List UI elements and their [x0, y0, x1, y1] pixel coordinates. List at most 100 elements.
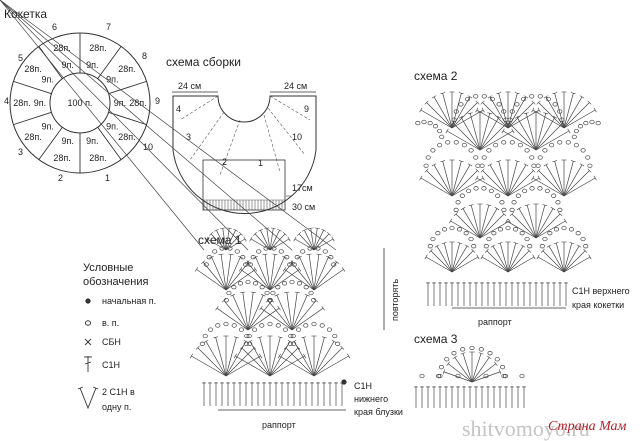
yoke-inner-label: 9п. [61, 60, 73, 70]
chain-stitch [544, 188, 550, 194]
chain-stitch [522, 188, 528, 194]
yoke-inner-label: 9п. [106, 122, 118, 132]
fan-stitch [269, 261, 294, 291]
chain-stitch [549, 142, 555, 148]
fan-stitch [563, 245, 580, 273]
assembly-height-30: 30 см [292, 202, 315, 212]
fan-stitch [313, 341, 335, 377]
fan-stitch [451, 161, 462, 197]
fan-stitch [554, 93, 565, 129]
chain-stitch [291, 341, 297, 346]
yoke-inner-label: 9п. [61, 136, 73, 146]
chain-stitch [575, 230, 581, 236]
fan-stitch [479, 213, 505, 239]
schema1-note3: края блузки [354, 407, 403, 417]
chain-stitch [479, 163, 485, 168]
chain-stitch [573, 142, 579, 148]
fan-stitch [225, 269, 256, 291]
fan-stitch [451, 250, 474, 273]
chain-stitch [250, 254, 256, 260]
fan-stitch [286, 292, 293, 331]
fan-stitch [426, 170, 453, 197]
fan-stitch [507, 177, 540, 197]
yoke-divider [13, 111, 52, 126]
chain-stitch [491, 230, 497, 236]
yoke-sector-number: 10 [143, 142, 153, 152]
fan-stitch [499, 242, 509, 273]
yoke-sector-number: 7 [106, 22, 111, 32]
fan-stitch [310, 228, 315, 251]
chain-stitch [270, 290, 276, 296]
fan-stitch [545, 96, 565, 129]
fan-stitch [538, 170, 565, 197]
fan-stitch [479, 130, 514, 151]
chain-stitch [573, 128, 579, 134]
chain-stitch [561, 225, 567, 231]
chain-circle-icon [84, 320, 92, 326]
fan-stitch [507, 102, 534, 129]
fan-stitch [451, 242, 461, 273]
chain-stitch [430, 236, 436, 242]
fan-stitch [255, 256, 271, 291]
fan-stitch [489, 164, 509, 197]
assembly-num-4: 4 [176, 104, 181, 114]
fan-stitch [471, 357, 490, 383]
yoke-sector-number: 5 [18, 53, 23, 63]
fan-stitch [269, 347, 299, 377]
chain-stitch [288, 333, 294, 339]
fan-stitch [535, 116, 556, 151]
chain-stitch [278, 249, 284, 254]
chain-stitch [244, 333, 250, 339]
fan-stitch [535, 208, 554, 239]
chain-stitch [275, 284, 281, 290]
chain-stitch [322, 249, 328, 254]
yoke-divider [108, 111, 147, 126]
fan-stitch [240, 269, 271, 291]
chain-stitch [486, 236, 492, 242]
chain-stitch [421, 119, 427, 125]
yoke-center-label: 100 п. [68, 98, 93, 108]
chain-stitch [445, 140, 451, 145]
chain-stitch [231, 284, 237, 290]
chain-stitch [256, 249, 262, 254]
fan-stitch [269, 355, 305, 377]
chain-stitch [463, 230, 469, 236]
yoke-outer-label: 28п. [53, 43, 70, 53]
chain-stitch [524, 148, 530, 153]
fan-stitch [511, 213, 537, 239]
fan-stitch [526, 205, 537, 239]
chain-stitch [290, 333, 296, 339]
fan-stitch [471, 371, 501, 383]
chain-stitch [439, 134, 445, 140]
chain-stitch [466, 188, 472, 194]
width-left-label: 24 см [178, 81, 201, 91]
chain-stitch [281, 281, 288, 286]
fan-stitch [563, 161, 574, 197]
fan-stitch [216, 307, 249, 331]
fan-stitch [308, 254, 315, 291]
chain-stitch [202, 333, 208, 339]
chain-stitch [511, 200, 517, 205]
chain-stitch [453, 140, 459, 145]
fan-stitch [545, 164, 565, 197]
fan-stitch [223, 300, 249, 331]
chain-stitch [514, 102, 520, 107]
chain-stitch [311, 321, 317, 327]
fan-stitch [451, 96, 471, 129]
chain-stitch [247, 341, 253, 346]
chain-stitch [223, 298, 229, 303]
fan-stitch [313, 254, 320, 291]
watermark-site: shitvomoyo.ru [462, 416, 590, 441]
chain-stitch [483, 373, 489, 379]
chain-stitch [303, 284, 309, 290]
fan-stitch [508, 122, 537, 151]
yoke-divider [38, 127, 63, 160]
chain-stitch [515, 193, 521, 198]
chain-stitch [585, 155, 591, 160]
legend: Условные обозначения начальная п. в. п. … [77, 262, 156, 412]
chain-stitch [595, 120, 601, 126]
chain-stitch [557, 207, 563, 213]
chain-stitch [565, 140, 571, 145]
fan-stitch [482, 170, 509, 197]
chain-stitch [294, 254, 300, 260]
